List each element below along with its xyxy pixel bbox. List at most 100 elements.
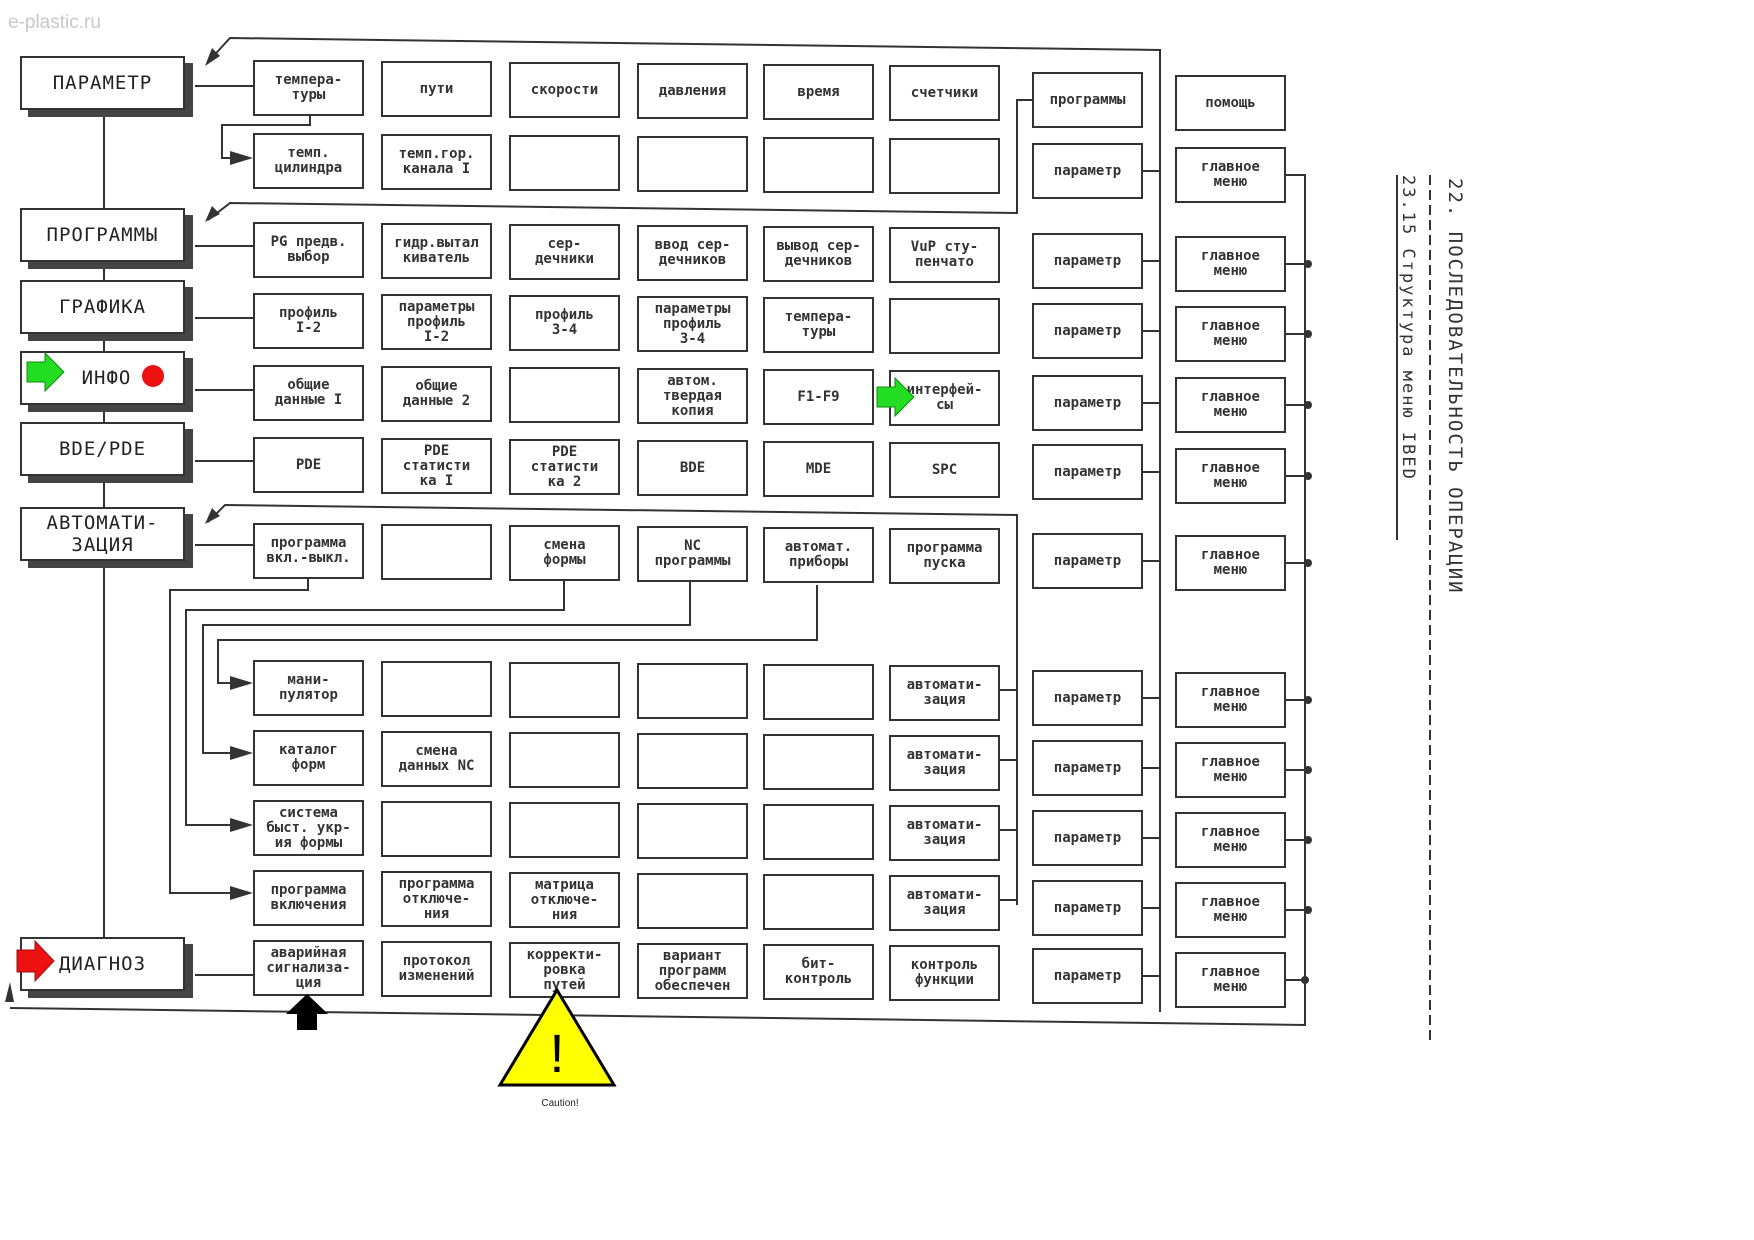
empty-slot bbox=[509, 802, 620, 858]
submenu-item[interactable]: интерфей- сы bbox=[889, 370, 1000, 426]
submenu-item[interactable]: параметры профиль 3-4 bbox=[637, 296, 748, 352]
caution-triangle-icon bbox=[497, 987, 617, 1087]
empty-slot bbox=[763, 874, 874, 930]
submenu-item[interactable]: программа пуска bbox=[889, 528, 1000, 584]
submenu-item[interactable]: автом. твердая копия bbox=[637, 368, 748, 424]
submenu-item[interactable]: автомати- зация bbox=[889, 805, 1000, 861]
main-menu-link[interactable]: главное меню bbox=[1175, 236, 1286, 292]
submenu-item[interactable]: профиль 3-4 bbox=[509, 295, 620, 351]
nav-item[interactable]: параметр bbox=[1032, 948, 1143, 1004]
main-menu-link[interactable]: главное меню bbox=[1175, 742, 1286, 798]
submenu-item[interactable]: пути bbox=[381, 61, 492, 117]
main-menu-item[interactable]: ПРОГРАММЫ bbox=[20, 208, 185, 262]
submenu-item[interactable]: автомати- зация bbox=[889, 665, 1000, 721]
submenu-item[interactable]: ввод сер- дечников bbox=[637, 225, 748, 281]
empty-slot bbox=[509, 732, 620, 788]
empty-slot bbox=[509, 135, 620, 191]
submenu-item[interactable]: NC программы bbox=[637, 526, 748, 582]
nav-item[interactable]: параметр bbox=[1032, 810, 1143, 866]
submenu-item[interactable]: давления bbox=[637, 63, 748, 119]
submenu-item[interactable]: сер- дечники bbox=[509, 224, 620, 280]
nav-item[interactable]: параметр bbox=[1032, 533, 1143, 589]
main-menu-link[interactable]: главное меню bbox=[1175, 882, 1286, 938]
submenu-item[interactable]: аварийная сигнализа- ция bbox=[253, 940, 364, 996]
submenu-item[interactable]: темпера- туры bbox=[763, 297, 874, 353]
submenu-item[interactable]: гидр.вытал киватель bbox=[381, 223, 492, 279]
empty-slot bbox=[889, 138, 1000, 194]
main-menu-item[interactable]: АВТОМАТИ- ЗАЦИЯ bbox=[20, 507, 185, 561]
submenu-item[interactable]: бит- контроль bbox=[763, 944, 874, 1000]
submenu-item[interactable]: общие данные I bbox=[253, 365, 364, 421]
submenu-item[interactable]: общие данные 2 bbox=[381, 366, 492, 422]
submenu-item[interactable]: MDE bbox=[763, 441, 874, 497]
submenu-item[interactable]: протокол изменений bbox=[381, 941, 492, 997]
main-menu-link[interactable]: главное меню bbox=[1175, 952, 1286, 1008]
empty-slot bbox=[509, 662, 620, 718]
submenu-item[interactable]: программа отключе- ния bbox=[381, 871, 492, 927]
submenu-item[interactable]: вариант программ обеспечен bbox=[637, 943, 748, 999]
submenu-item[interactable]: время bbox=[763, 64, 874, 120]
empty-slot bbox=[637, 733, 748, 789]
main-menu-link[interactable]: главное меню bbox=[1175, 147, 1286, 203]
main-menu-link[interactable]: главное меню bbox=[1175, 812, 1286, 868]
nav-item[interactable]: параметр bbox=[1032, 233, 1143, 289]
main-menu-item[interactable]: ПАРАМЕТР bbox=[20, 56, 185, 110]
submenu-item[interactable]: система быст. укр- ия формы bbox=[253, 800, 364, 856]
submenu-item[interactable]: темп. цилиндра bbox=[253, 133, 364, 189]
submenu-item[interactable]: смена данных NC bbox=[381, 731, 492, 787]
submenu-item[interactable]: мани- пулятор bbox=[253, 660, 364, 716]
main-menu-item[interactable]: ГРАФИКА bbox=[20, 280, 185, 334]
submenu-item[interactable]: каталог форм bbox=[253, 730, 364, 786]
nav-item[interactable]: параметр bbox=[1032, 444, 1143, 500]
watermark: e-plastic.ru bbox=[8, 12, 101, 33]
submenu-item[interactable]: смена формы bbox=[509, 525, 620, 581]
green-arrow-icon bbox=[876, 376, 915, 418]
submenu-item[interactable]: темп.гор. канала I bbox=[381, 134, 492, 190]
nav-item[interactable]: параметр bbox=[1032, 143, 1143, 199]
empty-slot bbox=[381, 801, 492, 857]
empty-slot bbox=[381, 524, 492, 580]
nav-item[interactable]: параметр bbox=[1032, 880, 1143, 936]
submenu-item[interactable]: счетчики bbox=[889, 65, 1000, 121]
submenu-item[interactable]: автомати- зация bbox=[889, 735, 1000, 791]
empty-slot bbox=[637, 803, 748, 859]
submenu-item[interactable]: параметры профиль I-2 bbox=[381, 294, 492, 350]
svg-text:!: ! bbox=[549, 1024, 564, 1084]
nav-item[interactable]: параметр bbox=[1032, 740, 1143, 796]
empty-slot bbox=[637, 663, 748, 719]
submenu-item[interactable]: автомат. приборы bbox=[763, 527, 874, 583]
main-menu-link[interactable]: главное меню bbox=[1175, 672, 1286, 728]
main-menu-link[interactable]: главное меню bbox=[1175, 306, 1286, 362]
main-menu-link[interactable]: главное меню bbox=[1175, 535, 1286, 591]
up-arrow-icon bbox=[286, 994, 328, 1030]
submenu-item[interactable]: автомати- зация bbox=[889, 875, 1000, 931]
main-menu-link[interactable]: главное меню bbox=[1175, 448, 1286, 504]
submenu-item[interactable]: PDE bbox=[253, 437, 364, 493]
submenu-item[interactable]: F1-F9 bbox=[763, 369, 874, 425]
submenu-item[interactable]: скорости bbox=[509, 62, 620, 118]
submenu-item[interactable]: корректи- ровка путей bbox=[509, 942, 620, 998]
nav-item[interactable]: параметр bbox=[1032, 375, 1143, 431]
submenu-item[interactable]: PG предв. выбор bbox=[253, 222, 364, 278]
red-dot-icon bbox=[142, 365, 164, 387]
submenu-item[interactable]: PDE статисти ка 2 bbox=[509, 439, 620, 495]
nav-item[interactable]: параметр bbox=[1032, 303, 1143, 359]
nav-item[interactable]: программы bbox=[1032, 72, 1143, 128]
submenu-item[interactable]: вывод сер- дечников bbox=[763, 226, 874, 282]
help-item[interactable]: помощь bbox=[1175, 75, 1286, 131]
submenu-item[interactable]: BDE bbox=[637, 440, 748, 496]
submenu-item[interactable]: контроль функции bbox=[889, 945, 1000, 1001]
submenu-item[interactable]: PDE статисти ка I bbox=[381, 438, 492, 494]
main-menu-item[interactable]: BDE/PDE bbox=[20, 422, 185, 476]
submenu-item[interactable]: SPC bbox=[889, 442, 1000, 498]
nav-item[interactable]: параметр bbox=[1032, 670, 1143, 726]
submenu-item[interactable]: матрица отключе- ния bbox=[509, 872, 620, 928]
submenu-item[interactable]: профиль I-2 bbox=[253, 293, 364, 349]
submenu-item[interactable]: программа вкл.-выкл. bbox=[253, 523, 364, 579]
submenu-item[interactable]: VuP сту- пенчато bbox=[889, 227, 1000, 283]
submenu-item[interactable]: программа включения bbox=[253, 870, 364, 926]
main-menu-link[interactable]: главное меню bbox=[1175, 377, 1286, 433]
submenu-item[interactable]: темпера- туры bbox=[253, 60, 364, 116]
